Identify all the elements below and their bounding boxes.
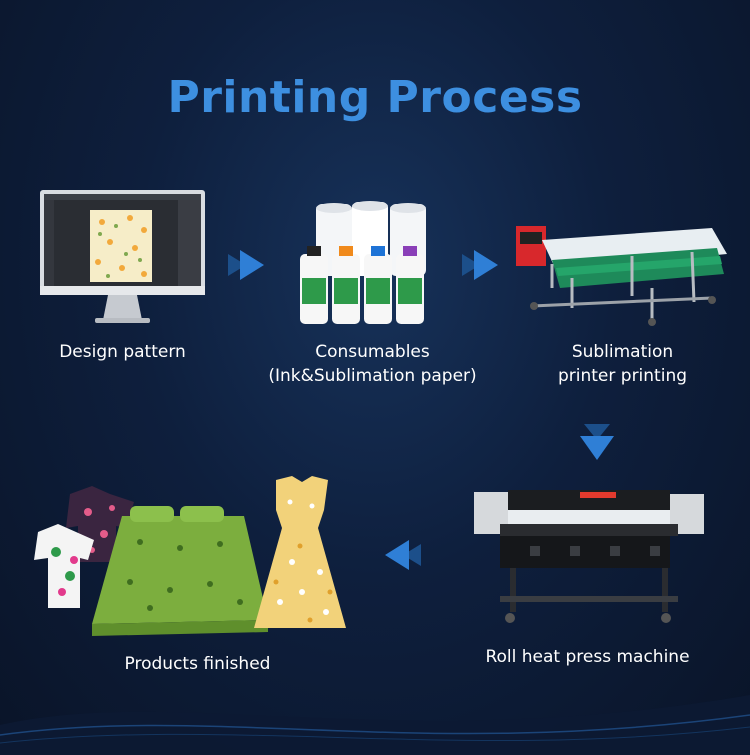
decorative-wave: [0, 665, 750, 755]
step-label-design: Design pattern: [20, 340, 225, 364]
consumables-image: [298, 200, 438, 330]
arrow-right-icon: [228, 248, 266, 282]
step-label-sublimation: Sublimation printer printing: [520, 340, 725, 388]
roll-printer-image: [470, 472, 708, 627]
products-image: [30, 472, 350, 642]
page-title: Printing Process: [0, 72, 750, 123]
arrow-left-icon: [383, 538, 421, 572]
arrow-right-icon: [462, 248, 500, 282]
arrow-down-icon: [578, 424, 616, 462]
monitor-image: [40, 190, 205, 330]
sublimation-machine-image: [512, 218, 734, 326]
step-label-consumables: Consumables (Ink&Sublimation paper): [240, 340, 505, 388]
